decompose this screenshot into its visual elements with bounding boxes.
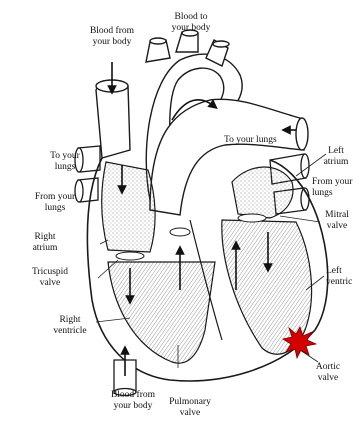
label-mitral-valve: Mitral valve [318,210,356,231]
label-right-ventricle: Right ventricle [40,315,100,336]
label-to-lungs-right: To your lungs [224,135,304,146]
right-ventricle-chamber [108,262,215,363]
label-from-lungs-right: From your lungs [312,177,362,198]
label-to-lungs-left: To your lungs [40,151,90,172]
right-atrium-chamber [102,162,155,252]
label-left-ventricle: Left ventric [326,266,362,287]
label-left-atrium: Left atrium [316,146,356,167]
left-atrium-chamber [232,167,293,218]
label-right-atrium: Right atrium [20,232,70,253]
label-aortic-valve: Aortic valve [306,362,350,383]
label-blood-from-body-top: Blood from your body [78,26,146,47]
label-from-lungs-left: From your lungs [26,192,84,213]
label-blood-to-body: Blood to your body [160,12,222,33]
label-blood-from-body-bottom: Blood from your body [100,390,166,411]
label-tricuspid-valve: Tricuspid valve [20,267,80,288]
superior-vena-cava [96,80,130,158]
label-pulmonary-valve: Pulmonary valve [160,397,220,418]
